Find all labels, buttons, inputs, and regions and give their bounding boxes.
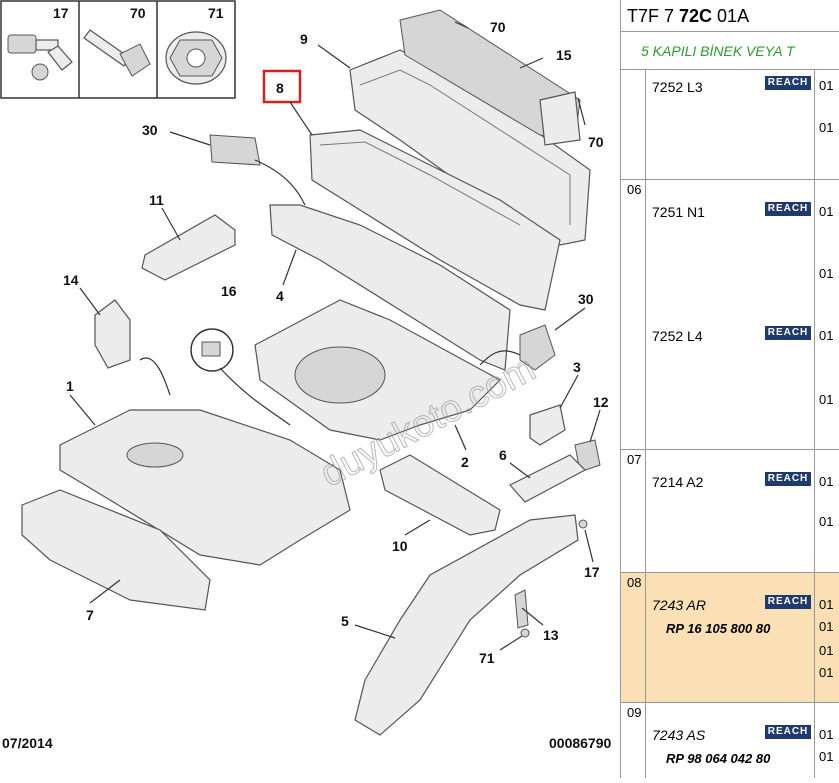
part-30-lower-bracket [519, 324, 556, 371]
part-row[interactable]: 07 7214 A2 REACH 01 01 [621, 450, 839, 573]
qty: 01 [819, 266, 834, 281]
part-code: 7252 L4 [652, 328, 703, 344]
qty: 01 [819, 727, 834, 742]
callout-2: 2 [461, 454, 469, 470]
qty: 01 [819, 204, 834, 219]
callout-17-box: 17 [53, 5, 69, 21]
reach-badge: REACH [765, 472, 811, 486]
callout-10: 10 [392, 538, 408, 554]
callout-5: 5 [341, 613, 349, 629]
callout-9: 9 [300, 31, 308, 47]
part-10-crossmember [379, 454, 501, 536]
part-16-detail [190, 328, 291, 426]
callout-70-top: 70 [490, 19, 506, 35]
nut-71 [520, 628, 530, 638]
callout-6: 6 [499, 447, 507, 463]
header-prefix: T7F 7 [627, 6, 680, 26]
row-index: 09 [621, 703, 646, 778]
callout-30-right: 30 [578, 291, 594, 307]
part-11-bracket [141, 214, 236, 281]
highlight-box-8 [262, 69, 302, 104]
qty: 01 [819, 120, 834, 135]
part-2-rear-floor [254, 299, 501, 441]
panel-subtitle: 5 KAPILI BİNEK VEYA T [621, 32, 839, 70]
row-index: 06 [621, 180, 646, 449]
part-7-floor-panel [21, 489, 211, 611]
part-3-bracket [529, 404, 566, 446]
drawing-number: 00086790 [549, 735, 612, 751]
part-row[interactable]: 06 7251 N1 REACH 01 01 7252 L4 REACH 01 … [621, 180, 839, 450]
part-code: 7252 L3 [652, 79, 703, 95]
reach-badge: REACH [765, 326, 811, 340]
part-8-inner-panel [309, 129, 561, 311]
reach-badge: REACH [765, 595, 811, 609]
callout-11: 11 [149, 192, 164, 208]
callout-12: 12 [593, 394, 609, 410]
qty: 01 [819, 665, 834, 680]
parts-diagram: 17 70 71 8 9 15 70 70 30 11 14 16 1 4 30… [0, 0, 612, 751]
qty: 01 [819, 78, 834, 93]
qty: 01 [819, 474, 834, 489]
qty: 01 [819, 597, 834, 612]
flange-nut-icon [165, 31, 227, 85]
row-index: 07 [621, 450, 646, 572]
header-suffix: 01A [712, 6, 750, 26]
callout-1: 1 [66, 378, 74, 394]
part-code: 7251 N1 [652, 204, 705, 220]
qty: 01 [819, 328, 834, 343]
callout-16: 16 [221, 283, 237, 299]
clip-screw-icon [7, 34, 73, 81]
qty: 01 [819, 643, 834, 658]
callout-70-right: 70 [588, 134, 604, 150]
callout-71: 71 [479, 650, 495, 666]
date-label: 07/2014 [2, 735, 53, 751]
part-code: 7214 A2 [652, 474, 704, 490]
callout-7: 7 [86, 607, 94, 623]
callout-15: 15 [556, 47, 572, 63]
callout-30-top: 30 [142, 122, 158, 138]
part-15-crossmember [399, 9, 581, 146]
row-index [621, 70, 646, 179]
callout-17: 17 [584, 564, 600, 580]
header-code: 72C [679, 6, 713, 26]
exploded-view: 17 70 71 8 9 15 70 70 30 11 14 16 1 4 30… [0, 0, 612, 751]
part-row-selected[interactable]: 08 7243 AR REACH RP 16 105 800 80 01 01 … [621, 573, 839, 703]
parts-list-panel: T7F 7 72C 01A 5 KAPILI BİNEK VEYA T 7252… [620, 0, 839, 778]
part-5-side-member [354, 514, 579, 736]
panel-header: T7F 7 72C 01A [621, 0, 839, 32]
qty: 01 [819, 392, 834, 407]
part-reference[interactable]: RP 16 105 800 80 [666, 621, 771, 636]
part-1-main-floor [59, 409, 351, 566]
bolt-17 [578, 519, 588, 529]
reach-badge: REACH [765, 76, 811, 90]
part-code: 7243 AR [652, 597, 706, 613]
callout-13: 13 [543, 627, 559, 643]
row-index: 08 [621, 573, 646, 702]
fastener-boxes [0, 0, 236, 99]
reach-badge: REACH [765, 202, 811, 216]
callout-70-box: 70 [130, 5, 146, 21]
part-row[interactable]: 09 7243 AS REACH RP 98 064 042 80 01 01 [621, 703, 839, 778]
callout-8: 8 [276, 80, 284, 96]
qty: 01 [819, 619, 834, 634]
part-code: 7243 AS [652, 727, 706, 743]
part-row[interactable]: 7252 L3 REACH 01 01 [621, 70, 839, 180]
qty: 01 [819, 514, 834, 529]
callout-labels: 17 70 71 8 9 15 70 70 30 11 14 16 1 4 30… [53, 5, 609, 666]
callout-14: 14 [63, 272, 79, 288]
qty: 01 [819, 749, 834, 764]
leader-lines [69, 21, 601, 651]
bolt-13 [514, 589, 529, 629]
bolt-icon [83, 29, 151, 77]
part-4-panel [269, 204, 511, 371]
part-30-bracket [209, 134, 261, 166]
part-14-bracket [94, 299, 131, 369]
reach-badge: REACH [765, 725, 811, 739]
part-reference[interactable]: RP 98 064 042 80 [666, 751, 771, 766]
part-6-rail [509, 454, 586, 503]
callout-71-box: 71 [208, 5, 224, 21]
callout-3: 3 [573, 359, 581, 375]
callout-4: 4 [276, 288, 284, 304]
